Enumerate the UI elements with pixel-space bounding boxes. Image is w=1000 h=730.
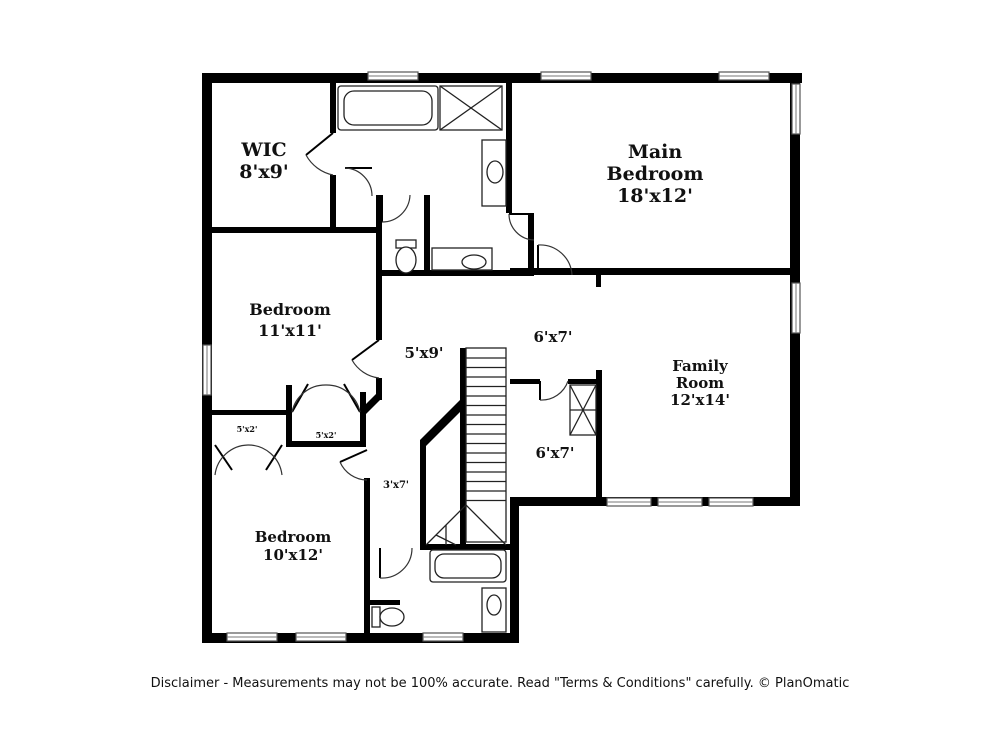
bedroom-a-name: Bedroom — [249, 300, 331, 319]
room-labels: WIC 8'x9' Main Bedroom 18'x12' Bedroom 1… — [237, 139, 730, 564]
sink — [486, 160, 504, 184]
staircase — [425, 347, 507, 546]
bedroom-b-name: Bedroom — [255, 528, 332, 546]
hall-b-size: 3'x7' — [383, 480, 409, 491]
hall-size: 5'x9' — [404, 344, 443, 362]
closet-b-size: 5'x2' — [316, 430, 337, 440]
toilet — [371, 606, 381, 628]
closet-a-size: 5'x2' — [237, 424, 258, 434]
family-room-name-2: Room — [676, 374, 724, 392]
bedroom-a-size: 11'x11' — [258, 321, 322, 340]
sink — [461, 254, 487, 270]
family-room-size: 12'x14' — [670, 391, 730, 409]
windows — [202, 71, 801, 642]
landing-size: 6'x7' — [533, 328, 572, 346]
family-room-name-1: Family — [672, 357, 729, 375]
interior-walls — [212, 83, 792, 638]
wic-size: 8'x9' — [239, 161, 288, 183]
main-bedroom-name-2: Bedroom — [607, 163, 704, 185]
fixtures — [337, 85, 597, 633]
bedroom-b-size: 10'x12' — [263, 546, 323, 564]
main-bedroom-name-1: Main — [628, 141, 683, 163]
doors — [214, 132, 573, 579]
disclaimer-text: Disclaimer - Measurements may not be 100… — [150, 676, 850, 691]
sink — [486, 594, 502, 616]
wic-name: WIC — [240, 139, 286, 161]
main-bedroom-size: 18'x12' — [617, 185, 693, 207]
nook-size: 6'x7' — [535, 444, 574, 462]
